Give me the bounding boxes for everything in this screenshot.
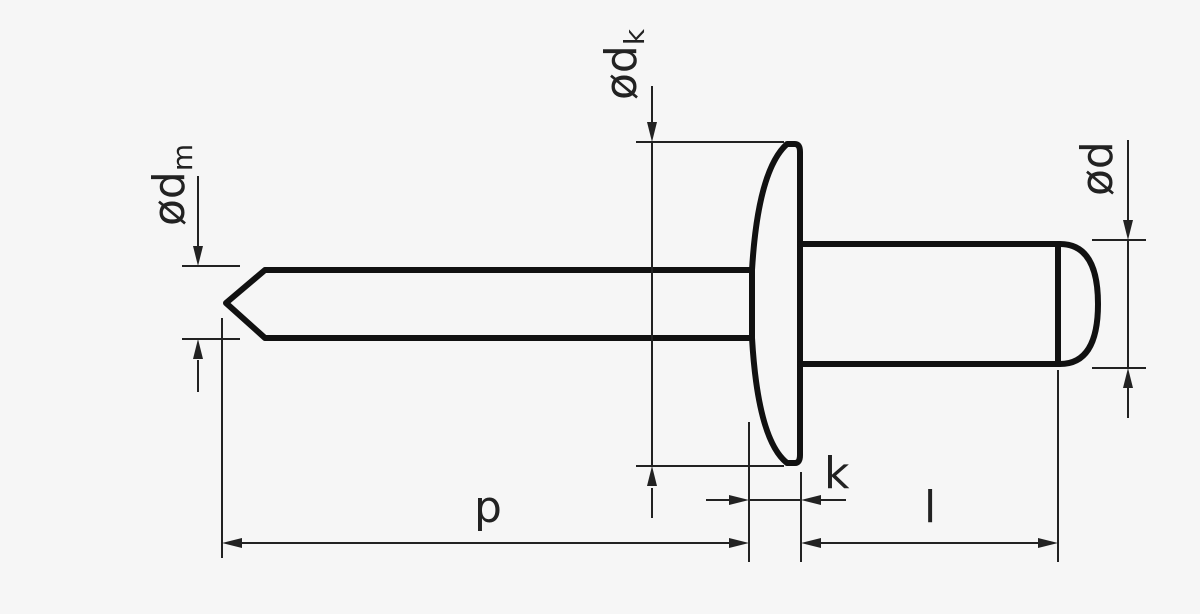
label-rivet-length: l — [924, 482, 936, 533]
dimension-rivet-length — [801, 538, 1058, 548]
label-mandrel-length: p — [474, 482, 502, 533]
rivet-body-outline — [797, 241, 1101, 367]
dimension-mandrel-length — [222, 538, 749, 548]
dimension-head-diameter — [647, 86, 657, 518]
label-head-diameter: ødk — [596, 28, 651, 100]
dimension-body-diameter — [1123, 140, 1133, 418]
label-head-height: k — [824, 448, 850, 499]
extension-lines — [182, 141, 1146, 562]
dimension-head-height — [706, 495, 846, 505]
rivet-part — [223, 141, 1101, 466]
mandrel-outline — [223, 267, 755, 341]
label-body-diameter: ød — [1072, 141, 1123, 196]
rivet-head-outline — [749, 141, 803, 466]
dimension-mandrel-diameter — [193, 176, 203, 392]
label-mandrel-diameter: ødm — [144, 144, 199, 226]
